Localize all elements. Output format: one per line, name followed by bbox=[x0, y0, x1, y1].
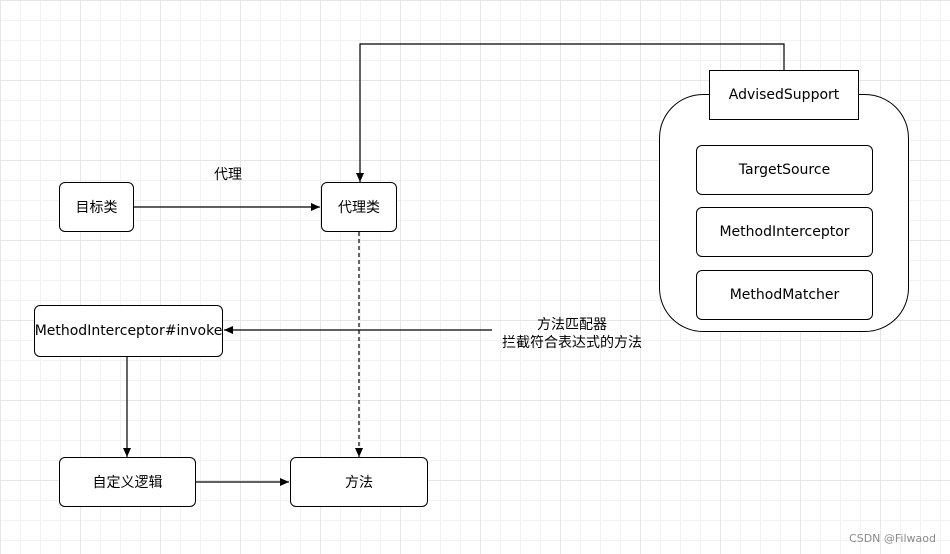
node-method-matcher-label: MethodMatcher bbox=[729, 287, 840, 303]
node-proxy-class-label: 代理类 bbox=[338, 200, 380, 216]
node-target-class[interactable]: 目标类 bbox=[59, 182, 134, 232]
edge-label-matcher-line2: 拦截符合表达式的方法 bbox=[502, 335, 642, 351]
node-method-interceptor[interactable]: MethodInterceptor bbox=[696, 207, 873, 257]
node-proxy-class[interactable]: 代理类 bbox=[321, 182, 397, 232]
edge-label-matcher-line1: 方法匹配器 bbox=[537, 317, 607, 333]
node-advised-support[interactable]: AdvisedSupport bbox=[709, 70, 859, 120]
node-custom-logic[interactable]: 自定义逻辑 bbox=[59, 457, 196, 507]
node-method-label: 方法 bbox=[345, 475, 373, 491]
node-method[interactable]: 方法 bbox=[290, 457, 428, 507]
edge-label-proxy: 代理 bbox=[214, 167, 242, 183]
node-target-class-label: 目标类 bbox=[75, 200, 118, 216]
node-advised-support-label: AdvisedSupport bbox=[728, 87, 840, 103]
node-method-matcher[interactable]: MethodMatcher bbox=[696, 270, 873, 320]
node-method-interceptor-invoke[interactable]: MethodInterceptor#invoke bbox=[34, 305, 223, 357]
node-method-interceptor-invoke-label: MethodInterceptor#invoke bbox=[34, 323, 223, 339]
node-target-source-label: TargetSource bbox=[738, 162, 831, 178]
edge-advised-to-proxy bbox=[356, 43, 785, 182]
node-custom-logic-label: 自定义逻辑 bbox=[92, 475, 163, 491]
node-target-source[interactable]: TargetSource bbox=[696, 145, 873, 195]
node-method-interceptor-label: MethodInterceptor bbox=[719, 224, 850, 240]
watermark: CSDN @Filwaod bbox=[849, 532, 936, 545]
